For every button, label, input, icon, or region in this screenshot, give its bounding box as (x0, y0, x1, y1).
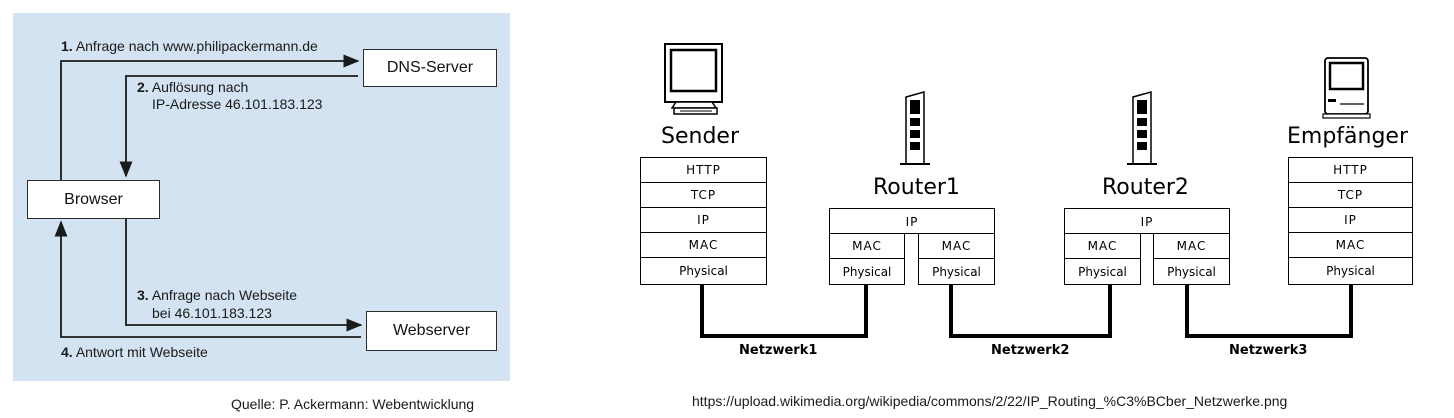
wire-network-2 (949, 285, 1112, 338)
router1-port-2: MAC Physical (918, 233, 995, 285)
sender-layer-physical: Physical (679, 263, 728, 278)
step-3-label: 3. Anfrage nach Webseite (137, 287, 297, 304)
step-4-number: 4. (61, 344, 73, 360)
receiver-label: Empfänger (1287, 124, 1409, 149)
router2-port-1-physical: Physical (1078, 264, 1127, 279)
step-2-number: 2. (137, 79, 149, 95)
wire-network-3 (1185, 285, 1353, 338)
step-4-text: Antwort mit Webseite (75, 344, 208, 360)
receiver-layer-ip: IP (1289, 208, 1412, 233)
arrow-step-3 (125, 219, 363, 332)
router2-ip-layer: IP (1064, 208, 1230, 234)
step-1-number: 1. (61, 38, 73, 54)
step-1-label: 1. Anfrage nach www.philipackermann.de (61, 38, 318, 55)
sender-layer-mac: MAC (641, 233, 766, 258)
router1-ip-layer: IP (829, 208, 995, 234)
sender-layer-http: HTTP (641, 158, 766, 183)
wire-network-1 (700, 285, 868, 338)
network-1-label: Netzwerk1 (739, 343, 818, 358)
receiver-protocol-stack: HTTP TCP IP MAC Physical (1288, 157, 1413, 285)
sender-protocol-stack: HTTP TCP IP MAC Physical (640, 157, 767, 285)
router1-port-2-physical: Physical (932, 264, 981, 279)
step-2-text-line-2: IP-Adresse 46.101.183.123 (152, 96, 323, 112)
webserver-box: Webserver (366, 311, 497, 351)
router1-port-1-physical: Physical (842, 264, 892, 279)
network-2-label: Netzwerk2 (991, 343, 1070, 358)
receiver-layer-physical: Physical (1326, 263, 1375, 278)
router1-label: Router1 (873, 175, 960, 200)
receiver-layer-http: HTTP (1289, 158, 1412, 183)
router2-port-2-physical: Physical (1167, 264, 1216, 279)
router2-port-2: MAC Physical (1153, 233, 1230, 285)
network-3-label: Netzwerk3 (1229, 343, 1308, 358)
router2-port-1-mac: MAC (1065, 234, 1140, 259)
router1-ip: IP (905, 214, 919, 229)
routing-diagram-caption: https://upload.wikimedia.org/wikipedia/c… (692, 393, 1288, 409)
router1-port-2-mac: MAC (919, 234, 994, 259)
router2-port-1: MAC Physical (1064, 233, 1141, 285)
step-2-text-line-1: Auflösung nach (151, 79, 249, 95)
step-2-label: 2. Auflösung nach (137, 79, 248, 96)
arrow-step-4 (54, 220, 361, 338)
router2-port-2-mac: MAC (1154, 234, 1229, 259)
router2-ip: IP (1140, 214, 1154, 229)
router1-port-1: MAC Physical (829, 233, 905, 285)
dns-server-box: DNS-Server (363, 49, 497, 87)
router2-label: Router2 (1102, 175, 1189, 200)
step-3-number: 3. (137, 287, 149, 303)
step-3-text-line-1: Anfrage nach Webseite (151, 287, 298, 303)
sender-layer-ip: IP (641, 208, 766, 233)
dns-diagram-caption: Quelle: P. Ackermann: Webentwicklung (231, 396, 475, 412)
router1-port-1-mac: MAC (830, 234, 904, 259)
step-1-text: Anfrage nach www.philipackermann.de (75, 38, 318, 54)
step-4-label: 4. Antwort mit Webseite (61, 344, 208, 361)
arrow-step-2 (119, 75, 358, 178)
receiver-layer-mac: MAC (1289, 233, 1412, 258)
browser-box: Browser (27, 180, 160, 219)
step-3-text-line-2: bei 46.101.183.123 (152, 305, 272, 321)
sender-label: Sender (661, 124, 739, 149)
arrow-step-1 (60, 54, 360, 180)
sender-layer-tcp: TCP (641, 183, 766, 208)
receiver-layer-tcp: TCP (1289, 183, 1412, 208)
